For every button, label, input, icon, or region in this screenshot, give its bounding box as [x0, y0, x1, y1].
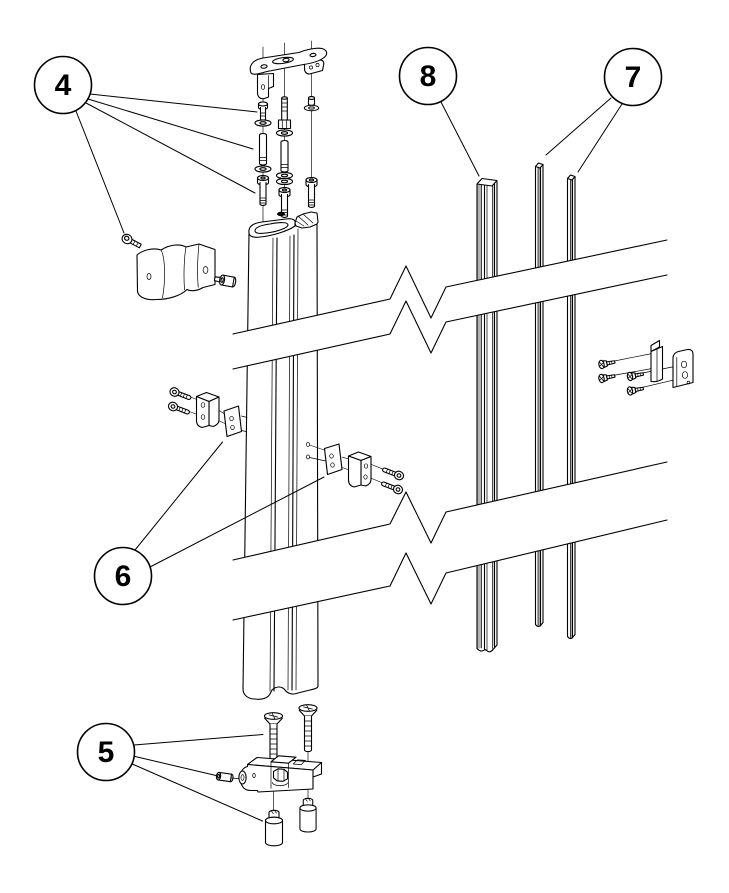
screw-tip [277, 211, 285, 217]
column-body-lines [242, 223, 319, 692]
washer [275, 171, 294, 180]
washer [275, 177, 294, 186]
break-band-lower [232, 461, 668, 621]
callout-5-label: 5 [98, 736, 115, 769]
flat-screw [597, 371, 617, 384]
flat-screw [626, 383, 645, 397]
break-edge [232, 461, 668, 561]
washer [303, 104, 320, 112]
callout-7: 7 [603, 47, 663, 107]
rail-thin-left [534, 162, 544, 628]
leader-4-screws-top [89, 93, 258, 113]
callout-4-bubble [33, 55, 93, 115]
leader-6-left-bracket [134, 441, 223, 551]
button-screw [257, 101, 269, 121]
spacer-cap [307, 96, 316, 106]
callout-6-bubble [93, 546, 153, 606]
mid-bracket-right [597, 339, 694, 397]
leader-5-screws [133, 734, 264, 746]
leader-5-set-screw [132, 755, 217, 776]
fastener-column-left [254, 101, 272, 206]
flat-head-screw [263, 712, 284, 761]
break-edge [232, 519, 668, 621]
callout-4: 4 [33, 55, 93, 115]
upright-column [242, 211, 319, 700]
column-top-opening [248, 211, 319, 238]
washer [254, 165, 272, 173]
rail-wide-top-cap [476, 177, 498, 187]
channel-bracket [650, 339, 664, 383]
washer [275, 129, 294, 137]
fastener-column-middle [275, 96, 294, 218]
slide-block [347, 451, 372, 488]
mount-bracket [249, 47, 328, 100]
callout-8-bubble [398, 46, 458, 106]
pan-screw [379, 478, 405, 496]
rail-wide-bottom [476, 644, 498, 653]
callouts: 4 8 7 6 5 [33, 46, 663, 782]
leader-4-screws-mid [87, 98, 254, 150]
pan-screw [380, 464, 406, 482]
fastener-column-right [303, 96, 320, 208]
stud-with-nut [277, 96, 292, 130]
callout-8-label: 8 [420, 60, 437, 93]
column-bottom-profile [242, 685, 319, 700]
expansion-anchor [299, 797, 317, 833]
leader-7-rail-left [545, 97, 612, 156]
leader-4-clamp [75, 110, 125, 234]
callout-8: 8 [398, 46, 458, 106]
washer [254, 119, 272, 127]
leader-6-center-bracket [149, 476, 325, 568]
callout-6-label: 6 [115, 560, 132, 593]
rail-wide [476, 177, 498, 653]
slide-block [195, 391, 220, 429]
flat-screw [597, 357, 617, 370]
callout-4-label: 4 [55, 69, 72, 102]
leader-7-rail-right [577, 103, 623, 173]
clamp-screw-right [213, 274, 237, 288]
threaded-stud [258, 132, 268, 166]
leader-5-anchors [129, 762, 263, 822]
break-edge [232, 274, 668, 370]
base-foot-assembly [215, 704, 323, 847]
mid-bracket-left [166, 385, 248, 438]
expansion-anchor [264, 809, 284, 847]
mid-bracket-center [306, 442, 406, 496]
hex-nut [272, 768, 289, 782]
callout-5-bubble [76, 722, 136, 782]
pole-clamp [121, 233, 237, 301]
callout-7-bubble [603, 47, 663, 107]
leader-8-rail [440, 101, 480, 177]
pan-screw [166, 400, 192, 418]
socket-screw [256, 175, 270, 206]
hook-plate [672, 348, 694, 389]
pan-screw [168, 385, 193, 403]
leader-4-screws-bottom [85, 102, 256, 194]
leader-lines [75, 93, 623, 822]
break-band-upper [232, 239, 668, 370]
callout-6: 6 [93, 546, 153, 606]
socket-screw [305, 177, 318, 208]
mount-plate [223, 405, 243, 438]
clamp-screw-left [121, 233, 142, 249]
break-edge [232, 239, 668, 335]
foot-bracket [238, 755, 323, 793]
set-screw [215, 771, 234, 783]
flat-head-screw [298, 704, 318, 753]
threaded-stud [280, 139, 289, 173]
rail-thin-right [566, 174, 576, 640]
mount-plate [323, 443, 343, 476]
top-mount-assembly [121, 40, 328, 301]
callout-7-label: 7 [625, 61, 642, 94]
callout-5: 5 [76, 722, 136, 782]
